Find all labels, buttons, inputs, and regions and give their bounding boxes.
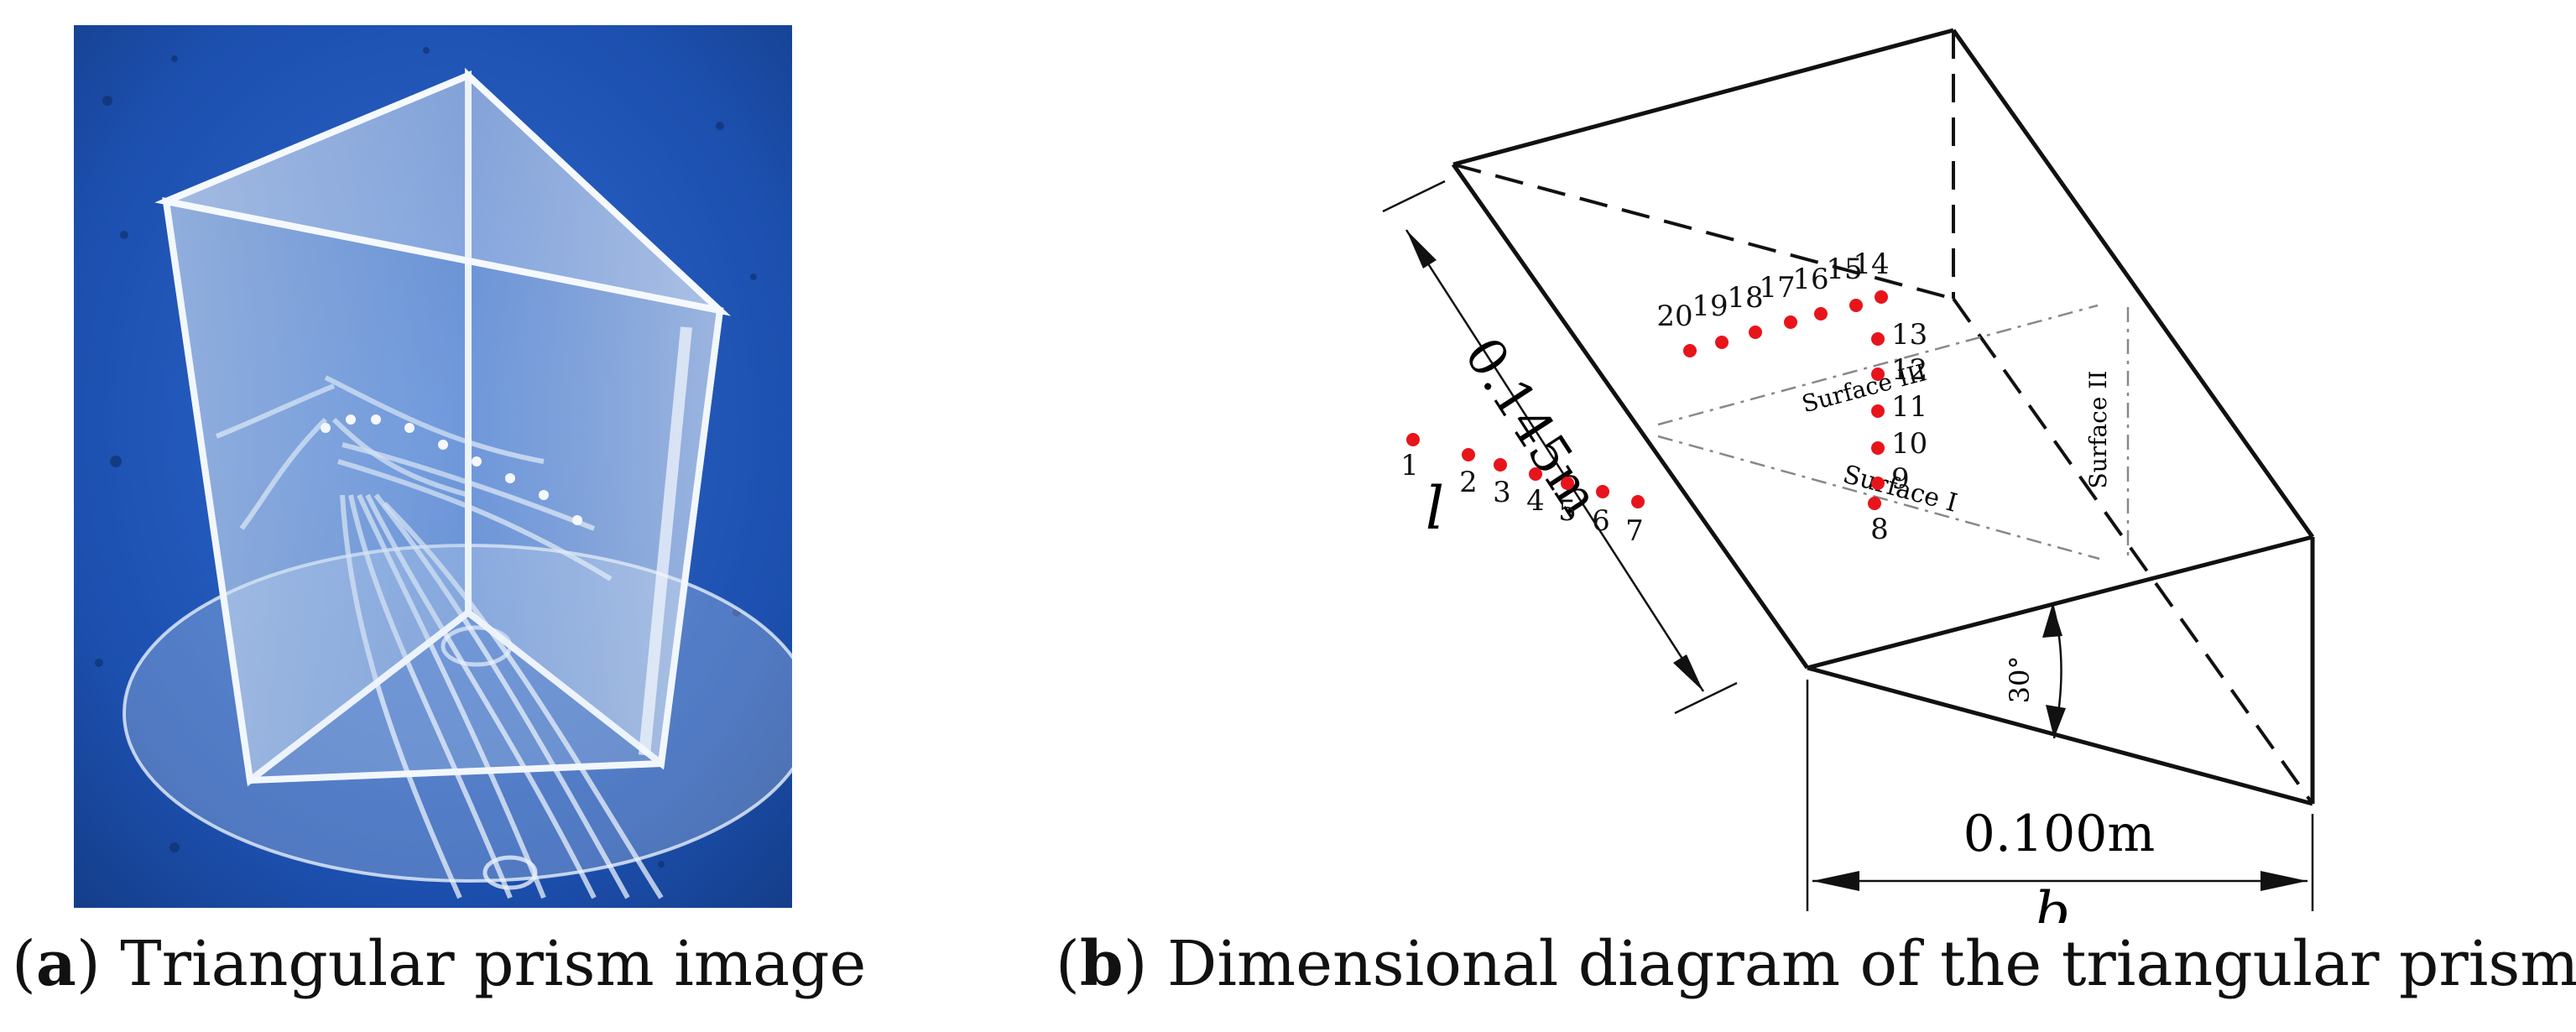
measurement-point-dot <box>1561 477 1574 490</box>
measurement-point-label: 17 <box>1759 271 1795 305</box>
measurement-point-label: 4 <box>1526 484 1545 518</box>
dim-width-symbol: b <box>2035 880 2070 923</box>
prism-photo <box>74 25 814 908</box>
angle-label: 30° <box>2004 656 2036 704</box>
measurement-point-dot <box>1875 290 1888 304</box>
measurement-point-label: 9 <box>1891 462 1910 496</box>
measurement-point-dot <box>1871 404 1885 418</box>
measurement-point-label: 6 <box>1592 504 1610 538</box>
measurement-point-dot <box>1871 477 1885 490</box>
dimension-diagram-svg: 0.145m l 0.100m b 30° Surface III Surfac… <box>1382 28 2315 945</box>
measurement-point-dot <box>1494 458 1507 472</box>
angle-arrow-top <box>2042 604 2062 638</box>
measurement-point-label: 12 <box>1891 353 1927 387</box>
measurement-point-dot <box>1871 332 1885 346</box>
dim-width-line <box>1806 680 2314 911</box>
measurement-point-label: 15 <box>1826 253 1862 286</box>
measurement-point-label: 7 <box>1625 514 1644 548</box>
measurement-point-dot <box>1529 467 1542 481</box>
measurement-point-dot <box>1868 497 1881 510</box>
measurement-point-dot <box>1462 448 1475 461</box>
measurement-point-dot <box>1871 367 1885 381</box>
caption-b: (b) Dimensional diagram of the triangula… <box>1056 928 2576 1000</box>
measurement-point-label: 5 <box>1558 494 1577 528</box>
measurement-point-label: 3 <box>1493 476 1511 509</box>
prism-hidden-edges <box>1452 30 2314 805</box>
measurement-point-dot <box>1406 433 1420 446</box>
measurement-point-label: 20 <box>1656 300 1692 333</box>
dim-length-arrow-top <box>1406 230 1437 268</box>
measurement-point-dot <box>1749 326 1762 339</box>
measurement-point-label: 14 <box>1853 248 1889 281</box>
dimension-diagram: 0.145m l 0.100m b 30° Surface III Surfac… <box>1259 17 2568 945</box>
measurement-point-dot <box>1631 495 1645 508</box>
measurement-point-label: 1 <box>1400 449 1419 482</box>
measurement-point-dot <box>1871 441 1885 455</box>
measurement-point-label: 8 <box>1870 513 1889 546</box>
angle-arrow-bottom <box>2046 705 2066 738</box>
measurement-point-label: 18 <box>1727 281 1763 315</box>
measurement-point-label: 13 <box>1891 318 1927 352</box>
prism-photo-illustration <box>74 25 814 908</box>
prism-solid-edges <box>1451 28 2315 806</box>
measurement-point-label: 11 <box>1891 390 1927 424</box>
dim-width-value: 0.100m <box>1963 805 2156 863</box>
measurement-point-dot <box>1784 315 1797 329</box>
measurement-point-dot <box>1683 344 1697 357</box>
dim-length-symbol: l <box>1426 474 1444 543</box>
dim-length-line <box>1382 180 1738 715</box>
measurement-point-label: 16 <box>1792 263 1828 296</box>
caption-a: (a) Triangular prism image <box>12 928 867 1000</box>
measurement-point-dot <box>1814 307 1828 321</box>
measurement-point-label: 10 <box>1891 427 1927 461</box>
measurement-lines <box>1657 304 2130 560</box>
measurement-point-dot <box>1849 299 1863 312</box>
measurement-point-dot <box>1596 485 1609 498</box>
dim-length-arrow-bottom <box>1673 654 1703 691</box>
surface-two-label: Surface II <box>2084 371 2112 489</box>
measurement-point-dot <box>1715 336 1729 349</box>
measurement-point-label: 2 <box>1459 466 1478 499</box>
dim-width-arrow-left <box>1812 871 1859 891</box>
measurement-point-label: 19 <box>1692 289 1728 323</box>
dim-width-arrow-right <box>2261 871 2307 891</box>
